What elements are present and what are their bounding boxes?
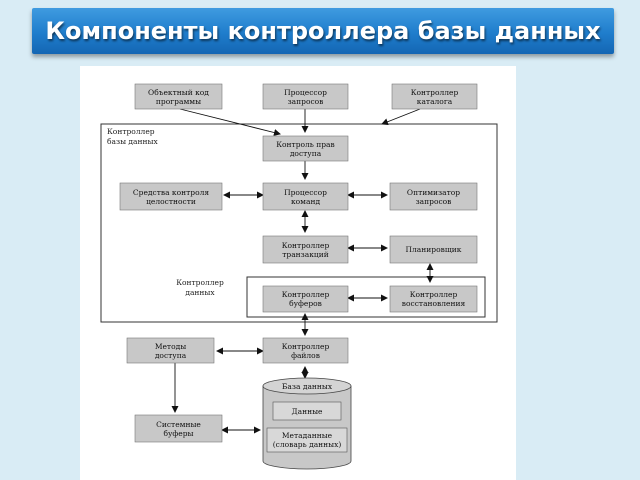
recovery-controller-box: Контроллер восстановления — [389, 285, 478, 313]
svg-text:Контроллер: Контроллер — [411, 88, 459, 97]
scheduler-box: Планировщик — [389, 235, 478, 264]
svg-text:транзакций: транзакций — [282, 250, 329, 259]
svg-text:Объектный код: Объектный код — [148, 88, 209, 97]
database-title: База данных — [282, 382, 333, 391]
svg-text:доступа: доступа — [155, 351, 187, 360]
svg-text:базы данных: базы данных — [107, 137, 158, 146]
data-controller-frame — [246, 276, 486, 318]
access-methods-box: Методы доступа — [126, 337, 215, 364]
data-controller-frame-label: Контроллер данных — [176, 278, 224, 297]
database-metadata-box: Метаданные (словарь данных) — [266, 427, 348, 453]
transaction-controller-box: Контроллер транзакций — [262, 235, 349, 264]
svg-text:данных: данных — [185, 288, 215, 297]
svg-text:буферы: буферы — [163, 429, 193, 438]
component-boxes: Объектный код программы Процессор запрос… — [119, 83, 478, 443]
svg-text:доступа: доступа — [290, 149, 322, 158]
svg-text:Метаданные: Метаданные — [282, 431, 333, 440]
svg-text:команд: команд — [291, 197, 321, 206]
svg-text:буферов: буферов — [289, 299, 322, 308]
svg-text:Средства контроля: Средства контроля — [133, 188, 209, 197]
catalog-controller-box: Контроллер каталога — [391, 83, 478, 110]
svg-text:Контроллер: Контроллер — [176, 278, 224, 287]
svg-text:Контроллер: Контроллер — [282, 342, 330, 351]
file-controller-box: Контроллер файлов — [262, 337, 349, 364]
svg-text:Контроллер: Контроллер — [282, 290, 330, 299]
svg-text:Планировщик: Планировщик — [406, 245, 462, 254]
svg-text:восстановления: восстановления — [402, 299, 466, 308]
db-controller-frame-label: Контроллер базы данных — [107, 127, 158, 146]
svg-text:Данные: Данные — [292, 407, 324, 416]
slide-title: Компоненты контроллера базы данных — [45, 17, 601, 45]
svg-text:Процессор: Процессор — [284, 188, 327, 197]
title-banner: Компоненты контроллера базы данных — [32, 8, 614, 54]
arrow-object-code-to-access-control — [179, 108, 281, 136]
svg-text:(словарь данных): (словарь данных) — [273, 440, 342, 449]
diagram-svg: Контроллер базы данных Контроллер данных — [100, 83, 498, 470]
database-cylinder: База данных Данные Метаданные (словарь д… — [262, 377, 352, 470]
svg-text:файлов: файлов — [291, 351, 320, 360]
buffer-controller-box: Контроллер буферов — [262, 285, 349, 313]
access-control-box: Контроль прав доступа — [262, 135, 349, 162]
svg-text:каталога: каталога — [417, 97, 453, 106]
svg-text:Контроллер: Контроллер — [107, 127, 155, 136]
svg-text:Процессор: Процессор — [284, 88, 327, 97]
svg-text:Методы: Методы — [155, 342, 186, 351]
connectors — [171, 108, 434, 434]
svg-text:Контроллер: Контроллер — [410, 290, 458, 299]
command-processor-box: Процессор команд — [262, 182, 349, 211]
database-data-box: Данные — [272, 401, 342, 421]
diagram-canvas: Контроллер базы данных Контроллер данных — [80, 66, 516, 480]
svg-text:Контроль прав: Контроль прав — [276, 140, 335, 149]
svg-text:Системные: Системные — [156, 420, 201, 429]
integrity-tools-box: Средства контроля целостности — [119, 182, 223, 211]
svg-text:программы: программы — [156, 97, 201, 106]
svg-text:Оптимизатор: Оптимизатор — [407, 188, 460, 197]
query-optimizer-box: Оптимизатор запросов — [389, 182, 478, 211]
svg-text:Контроллер: Контроллер — [282, 241, 330, 250]
svg-text:запросов: запросов — [416, 197, 452, 206]
system-buffers-box: Системные буферы — [134, 414, 223, 443]
object-code-box: Объектный код программы — [134, 83, 223, 110]
svg-text:целостности: целостности — [146, 197, 196, 206]
arrow-catalog-controller-to-frame — [381, 108, 421, 126]
svg-text:запросов: запросов — [288, 97, 324, 106]
db-controller-frame — [100, 123, 498, 323]
query-processor-box: Процессор запросов — [262, 83, 349, 110]
